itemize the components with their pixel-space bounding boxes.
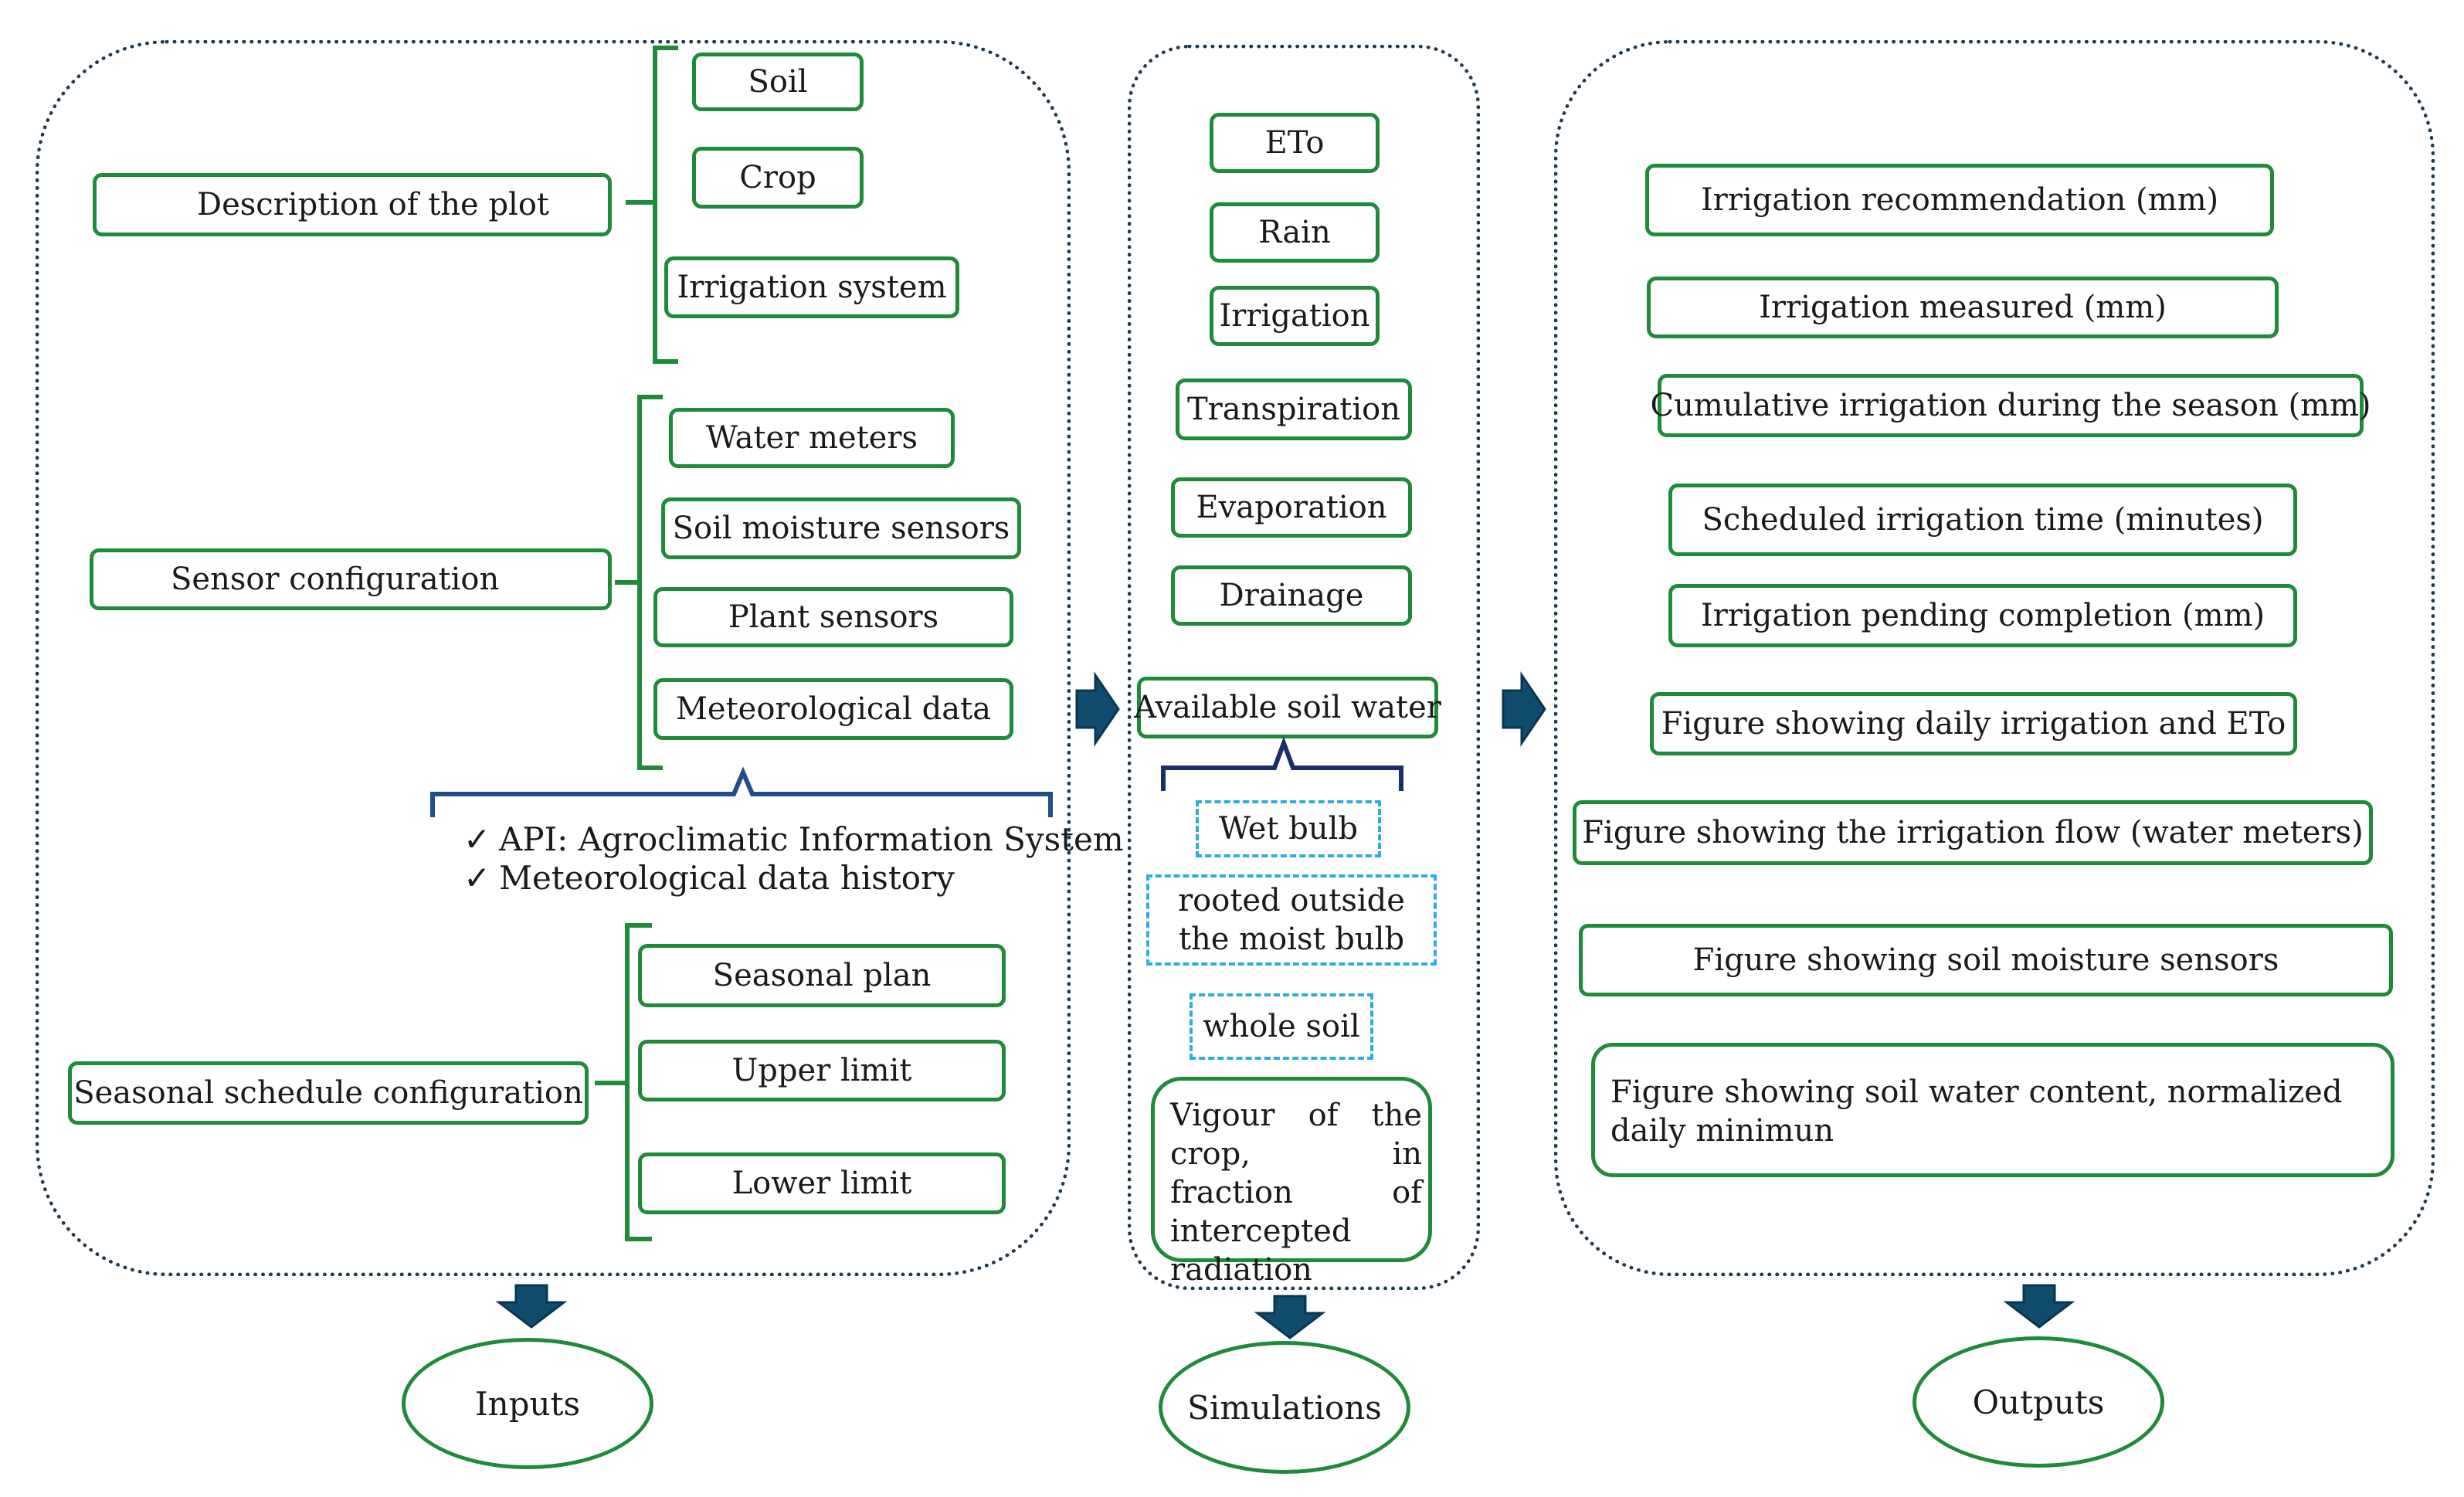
inputs-panel [36, 40, 1071, 1276]
meteorological-data-box: Meteorological data [653, 678, 1013, 740]
transpiration-box: Transpiration [1176, 378, 1412, 440]
water-meters-box: Water meters [669, 408, 955, 468]
irrigation-recommendation-box: Irrigation recommendation (mm) [1645, 164, 2274, 236]
sensor-bracket [615, 395, 663, 770]
irrigation-measured-box: Irrigation measured (mm) [1647, 277, 2279, 338]
soil-box: Soil [692, 53, 864, 111]
schedule-bracket [595, 923, 652, 1241]
vigour-box: Vigour of the crop, in fraction of inter… [1151, 1077, 1432, 1288]
sensor-configuration-box: Sensor configuration [90, 548, 612, 610]
asw-brace [1161, 736, 1403, 791]
soil-water-content-figure-box: Figure showing soil water content, norma… [1591, 1043, 2394, 1177]
daily-irrigation-figure-box: Figure showing daily irrigation and ETo [1650, 692, 2297, 755]
soil-moisture-figure-box: Figure showing soil moisture sensors [1579, 924, 2393, 996]
irrigation-flow-figure-box: Figure showing the irrigation flow (wate… [1573, 800, 2373, 865]
lower-limit-box: Lower limit [638, 1152, 1006, 1214]
arrow-down-icon [2003, 1284, 2075, 1329]
arrow-down-icon [1254, 1295, 1326, 1339]
wet-bulb-box: Wet bulb [1196, 800, 1381, 857]
seasonal-plan-box: Seasonal plan [638, 944, 1006, 1007]
plant-sensors-box: Plant sensors [653, 587, 1013, 647]
outputs-ellipse: Outputs [1912, 1336, 2164, 1468]
outputs-panel [1554, 40, 2435, 1276]
drainage-box: Drainage [1171, 565, 1412, 626]
note-item: ✓Meteorological data history [463, 859, 955, 897]
available-soil-water-box: Available soil water [1134, 677, 1441, 738]
note-item: ✓API: Agroclimatic Information System [463, 820, 1124, 858]
cumulative-irrigation-box: Cumulative irrigation during the season … [1650, 374, 2371, 437]
upper-limit-box: Upper limit [638, 1040, 1006, 1102]
simulations-panel [1128, 45, 1480, 1290]
plot-description-box: Description of the plot [93, 173, 612, 236]
rain-box: Rain [1210, 202, 1380, 263]
sensor-notes-brace [430, 766, 1053, 817]
whole-soil-box: whole soil [1190, 993, 1373, 1060]
evaporation-box: Evaporation [1171, 477, 1412, 538]
eto-box: ETo [1210, 113, 1380, 173]
irrigation-box: Irrigation [1210, 286, 1380, 346]
meteorological-notes: ✓API: Agroclimatic Information System ✓M… [463, 820, 1124, 898]
simulations-ellipse: Simulations [1159, 1341, 1410, 1474]
inputs-ellipse: Inputs [402, 1338, 653, 1469]
scheduled-time-box: Scheduled irrigation time (minutes) [1668, 484, 2297, 556]
arrow-right-icon [1502, 671, 1546, 747]
check-icon: ✓ [463, 820, 491, 858]
soil-moisture-sensors-box: Soil moisture sensors [661, 497, 1021, 559]
arrow-down-icon [495, 1284, 568, 1329]
plot-bracket [626, 46, 678, 364]
irrigation-system-box: Irrigation system [664, 256, 959, 318]
arrow-right-icon [1075, 671, 1120, 747]
pending-completion-box: Irrigation pending completion (mm) [1668, 584, 2297, 647]
crop-box: Crop [692, 147, 864, 209]
check-icon: ✓ [463, 859, 491, 897]
seasonal-schedule-box: Seasonal schedule configuration [68, 1061, 589, 1125]
rooted-outside-box: rooted outside the moist bulb [1146, 874, 1437, 966]
